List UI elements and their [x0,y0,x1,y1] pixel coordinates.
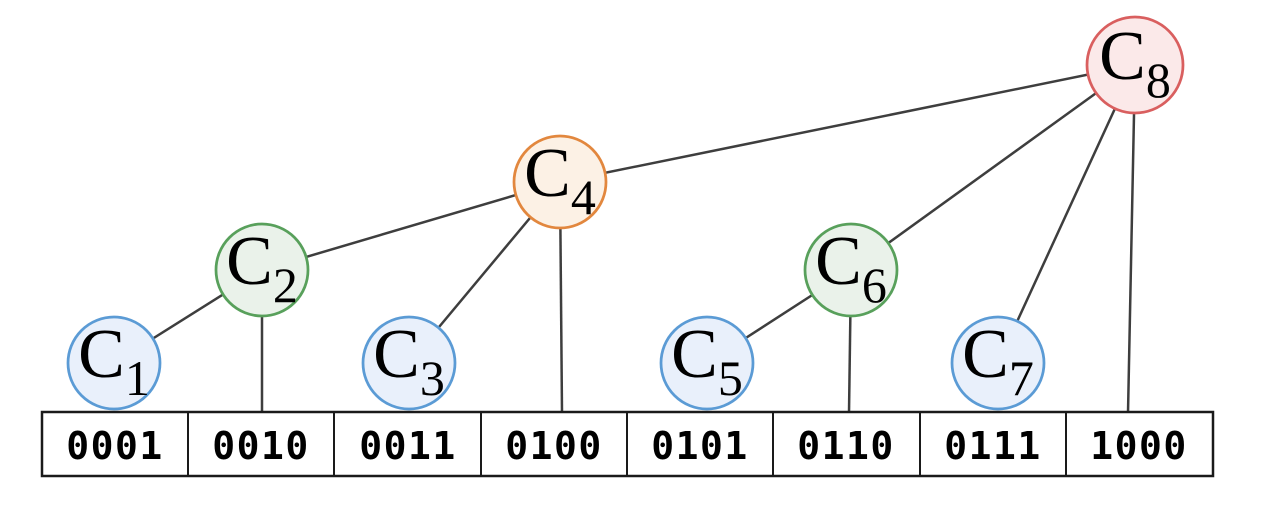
node-c2-circle [214,222,310,318]
node-c1: C1 [66,315,162,411]
node-c7-label: C7 [962,316,1034,406]
node-c6-label: C6 [815,223,887,313]
edge-c4-c8 [559,63,1136,184]
node-c4-label: C4 [524,135,596,225]
cell-label-5: 0101 [651,424,749,468]
node-c2-label: C2 [226,223,298,313]
edge-c2-c4 [261,180,561,272]
node-c3: C3 [361,315,457,411]
cell-label-1: 0001 [66,424,164,468]
array-box: 0001 0010 0011 0100 0101 0110 0111 1000 [40,410,1215,478]
node-c4-circle [512,134,608,230]
node-c2: C2 [214,222,310,318]
node-c1-label: C1 [78,316,150,406]
node-c5-label: C5 [671,316,743,406]
node-c7: C7 [950,315,1046,411]
node-c8-label: C8 [1099,18,1171,108]
node-c4: C4 [512,134,608,230]
cell-label-7: 0111 [944,424,1042,468]
cell-label-2: 0010 [212,424,310,468]
node-c5: C5 [659,315,755,411]
node-c5-circle [659,315,755,411]
nodes: C1 C2 C3 C4 C5 C6 C7 C8 [66,15,1185,411]
edge-c6-c8 [850,63,1136,272]
node-c8: C8 [1085,15,1185,115]
node-c6-circle [803,222,899,318]
node-c3-circle [361,315,457,411]
node-c3-label: C3 [373,316,445,406]
node-c7-circle [950,315,1046,411]
edge-c7-c8 [996,64,1137,364]
node-c8-circle [1085,15,1185,115]
cell-label-6: 0110 [797,424,895,468]
cell-label-4: 0100 [505,424,603,468]
cell-label-3: 0011 [359,424,457,468]
edge-c8-cell [1126,64,1137,414]
node-c6: C6 [803,222,899,318]
node-c1-circle [66,315,162,411]
cell-label-8: 1000 [1090,424,1188,468]
